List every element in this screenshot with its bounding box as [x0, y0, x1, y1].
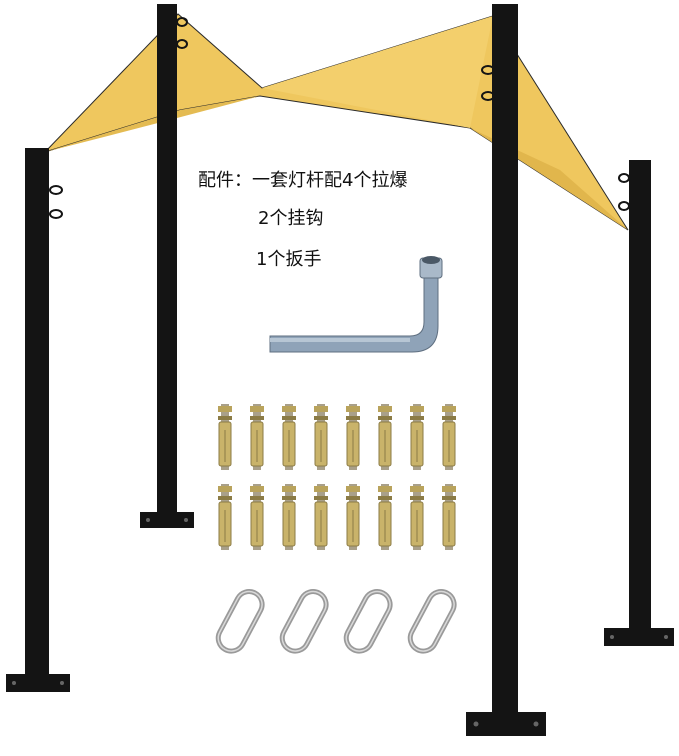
- anchor-bolt: [218, 404, 232, 470]
- pole-back-left: [140, 4, 194, 528]
- anchor-bolt: [218, 484, 232, 550]
- anchor-bolt: [250, 404, 264, 470]
- carabiner: [279, 589, 329, 654]
- pole-front-right: [466, 4, 546, 736]
- pole-front-left: [6, 148, 70, 692]
- carabiner: [343, 589, 393, 654]
- carabiner: [407, 589, 457, 654]
- anchor-bolt: [282, 484, 296, 550]
- caption-hooks: 2个挂钩: [258, 208, 324, 229]
- anchor-bolt: [378, 484, 392, 550]
- anchor-bolt: [442, 484, 456, 550]
- caption-wrench: 1个扳手: [256, 249, 322, 270]
- anchor-bolt: [282, 404, 296, 470]
- pole-back-right: [604, 160, 674, 646]
- carabiners: [215, 589, 457, 654]
- anchor-bolts: [218, 404, 456, 550]
- caption-accessories: 配件：一套灯杆配4个拉爆: [198, 170, 408, 191]
- anchor-bolt: [314, 484, 328, 550]
- anchor-bolt: [314, 404, 328, 470]
- anchor-bolt: [410, 404, 424, 470]
- wrench: [269, 256, 443, 353]
- carabiner: [215, 589, 265, 654]
- anchor-bolt: [250, 484, 264, 550]
- anchor-bolt: [378, 404, 392, 470]
- anchor-bolt: [346, 484, 360, 550]
- anchor-bolt: [346, 404, 360, 470]
- anchor-bolt: [442, 404, 456, 470]
- shade-sail: [44, 13, 629, 231]
- anchor-bolt: [410, 484, 424, 550]
